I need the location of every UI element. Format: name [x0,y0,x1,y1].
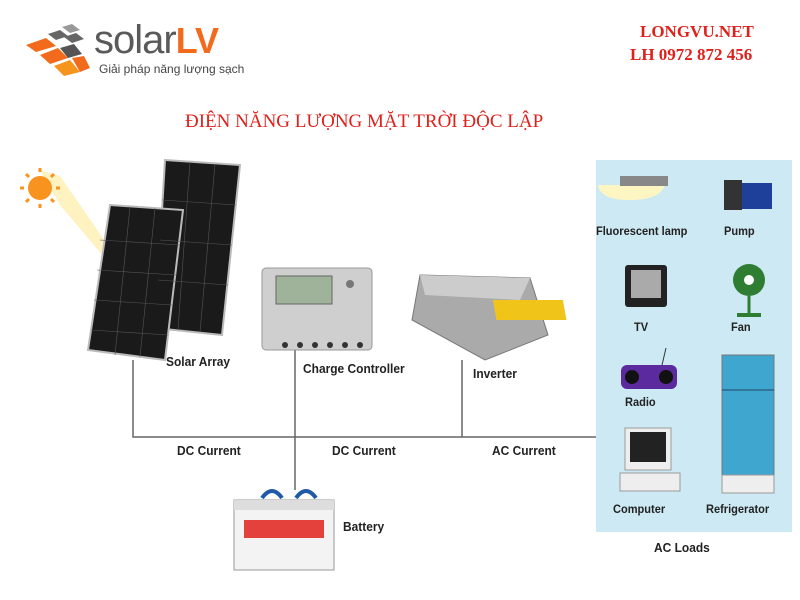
load-computer: Computer [613,502,666,516]
load-fan: Fan [731,320,751,334]
logo-mark-icon [26,24,90,76]
label-solar-array: Solar Array [166,354,231,369]
page-title: ĐIỆN NĂNG LƯỢNG MẶT TRỜI ĐỘC LẬP [185,111,544,132]
logo-brand-accent: LV [175,20,220,61]
load-radio: Radio [625,395,656,409]
computer-icon [619,427,681,492]
label-battery: Battery [343,519,385,534]
fluorescent-lamp-icon [598,176,668,200]
label-ac-current: AC Current [492,443,556,458]
contact-site[interactable]: LONGVU.NET [640,22,754,41]
refrigerator-icon [721,354,775,494]
loads-title: AC Loads [654,540,710,555]
label-inverter: Inverter [473,366,517,381]
label-dc-current-1: DC Current [177,443,241,458]
label-dc-current-2: DC Current [332,443,396,458]
radio-icon [621,347,677,389]
logo[interactable]: solarLV [94,18,219,63]
tv-icon [625,265,667,307]
load-fluorescent-lamp: Fluorescent lamp [596,224,688,238]
fan-icon [733,264,765,317]
wiring [132,350,598,490]
battery-icon [233,489,335,571]
load-tv: TV [634,320,649,334]
pump-icon [724,180,772,210]
solar-panel-icon [86,158,242,362]
logo-brand: solar [94,18,177,62]
load-refrigerator: Refrigerator [706,502,770,516]
charge-controller-icon [261,267,373,351]
load-pump: Pump [724,224,755,238]
inverter-icon [411,274,567,361]
logo-tagline: Giải pháp năng lượng sạch [99,62,245,76]
contact-phone: LH 0972 872 456 [630,45,753,64]
label-charge-controller: Charge Controller [303,361,405,376]
